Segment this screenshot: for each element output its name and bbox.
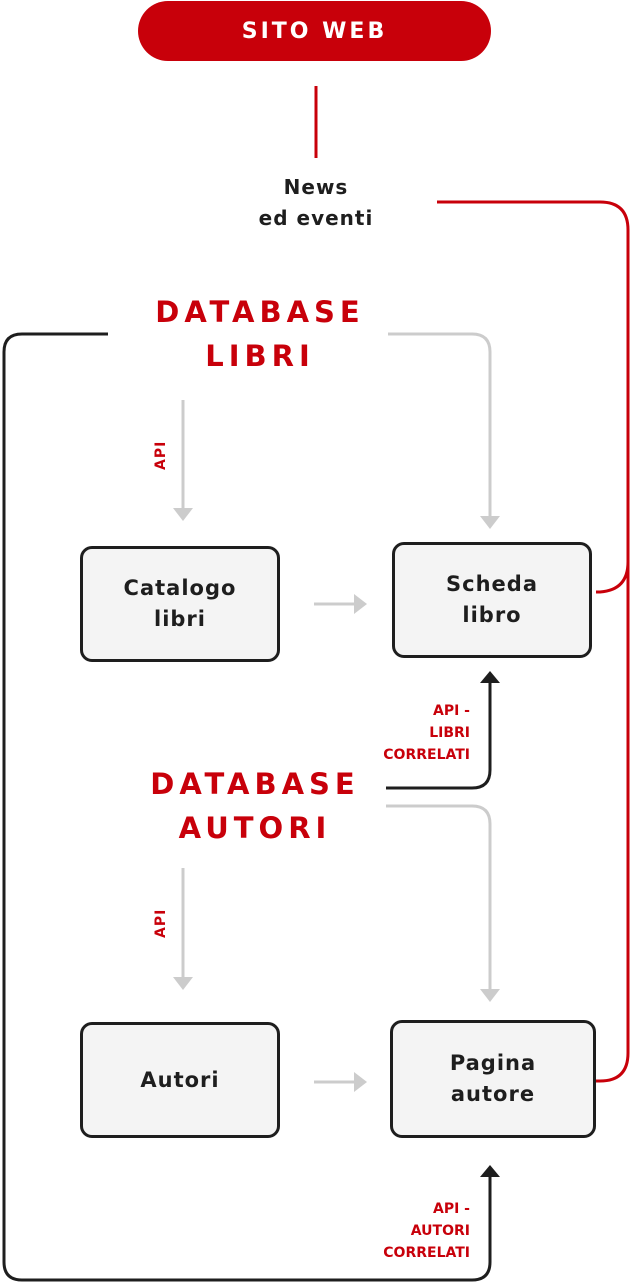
autori-box[interactable]: Autori: [80, 1022, 280, 1138]
database-libri-heading: DATABASE LIBRI: [155, 295, 365, 373]
libri-api-arrowhead: [173, 508, 193, 521]
scheda-arrowhead: [480, 671, 500, 683]
autori-to-scheda-line: [386, 682, 492, 790]
autori-api-label: API: [153, 908, 169, 938]
autori-to-pagina-h-arrowhead: [354, 1072, 367, 1092]
libri-api-label: API: [153, 440, 169, 470]
api-autori-correlati-label: API - AUTORI CORRELATI: [383, 1201, 470, 1261]
pagina-autore-box[interactable]: Pagina autore: [390, 1020, 596, 1138]
scheda-libro-box[interactable]: Scheda libro: [392, 542, 592, 658]
autori-api-arrowhead: [173, 977, 193, 990]
news-eventi-label: News ed eventi: [258, 175, 374, 230]
news-to-pages-line: [437, 200, 630, 1083]
database-autori-heading: DATABASE AUTORI: [150, 767, 360, 845]
api-libri-correlati-label: API - LIBRI CORRELATI: [383, 703, 470, 763]
catalogo-libri-box[interactable]: Catalogo libri: [80, 546, 280, 662]
news-to-scheda-branch: [596, 561, 630, 594]
autori-to-pagina-line: [386, 804, 492, 989]
autori-to-pagina-arrowhead: [480, 989, 500, 1002]
catalogo-to-scheda-arrowhead: [354, 594, 367, 614]
libri-to-scheda-line: [388, 332, 492, 516]
libri-to-scheda-arrowhead: [480, 516, 500, 529]
sito-web-button[interactable]: SITO WEB: [138, 1, 491, 61]
libri-to-pagina-autore-line: [2, 332, 492, 1282]
pagina-autore-arrowhead: [480, 1165, 500, 1177]
